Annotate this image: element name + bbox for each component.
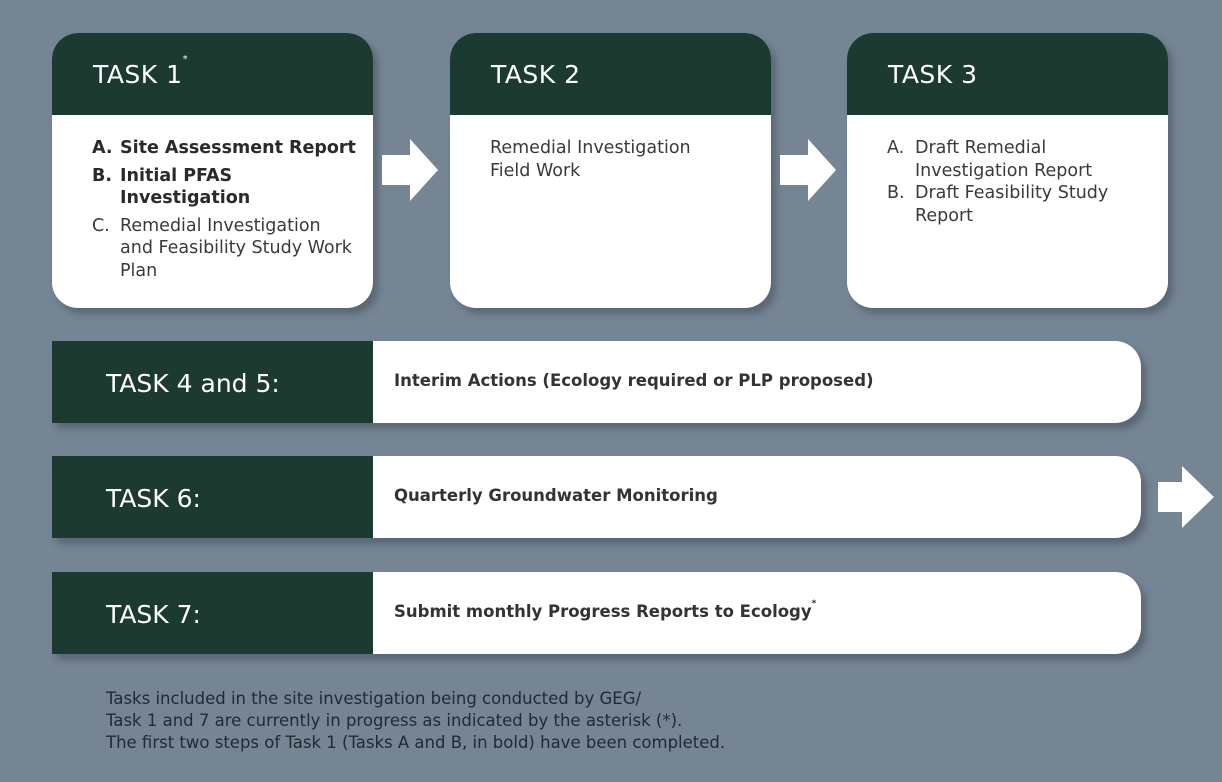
- arrow-right-icon: [382, 139, 438, 201]
- task-3-title: TASK 3: [888, 60, 978, 89]
- task-2-card: TASK 2 Remedial Investigation Field Work: [450, 33, 771, 308]
- task-1-item-c: C. Remedial Investigation and Feasibilit…: [92, 215, 357, 283]
- note-line-2: Task 1 and 7 are currently in progress a…: [106, 711, 683, 730]
- task-2-title: TASK 2: [491, 60, 581, 89]
- item-letter: B.: [887, 183, 905, 203]
- task-6-row: TASK 6: Quarterly Groundwater Monitoring: [52, 456, 1141, 538]
- task-3-item-a: A. Draft Remedial Investigation Report: [887, 137, 1152, 182]
- task-7-asterisk: *: [811, 599, 817, 609]
- task-2-description: Remedial Investigation Field Work: [490, 138, 691, 181]
- arrow-right-icon: [780, 139, 836, 201]
- task-3-card: TASK 3 A. Draft Remedial Investigation R…: [847, 33, 1168, 308]
- task-4-5-title: TASK 4 and 5:: [52, 341, 373, 423]
- item-text: Site Assessment Report: [120, 138, 356, 158]
- item-letter: C.: [92, 215, 110, 236]
- row-description-text: Interim Actions (Ecology required or PLP…: [394, 371, 874, 390]
- task-4-5-description: Interim Actions (Ecology required or PLP…: [373, 341, 874, 423]
- task-2-header: TASK 2: [450, 33, 771, 115]
- task-7-title: TASK 7:: [52, 572, 373, 654]
- item-text: Remedial Investigation and Feasibility S…: [120, 215, 352, 281]
- task-1-item-a: A. Site Assessment Report: [92, 137, 357, 160]
- task-1-list: A. Site Assessment Report B. Initial PFA…: [92, 137, 357, 282]
- task-6-title: TASK 6:: [52, 456, 373, 538]
- task-3-list: A. Draft Remedial Investigation Report B…: [887, 137, 1152, 227]
- item-text: Initial PFAS Investigation: [120, 165, 251, 209]
- row-description-text: Quarterly Groundwater Monitoring: [394, 486, 718, 505]
- item-letter: B.: [92, 165, 112, 186]
- task-6-description: Quarterly Groundwater Monitoring: [373, 456, 718, 538]
- notes: Tasks included in the site investigation…: [106, 688, 725, 754]
- task-1-asterisk: *: [182, 54, 189, 65]
- task-1-title: TASK 1: [93, 60, 183, 89]
- task-1-header: TASK 1*: [52, 33, 373, 115]
- task-1-card: TASK 1* A. Site Assessment Report B. Ini…: [52, 33, 373, 308]
- task-3-header: TASK 3: [847, 33, 1168, 115]
- task-4-5-row: TASK 4 and 5: Interim Actions (Ecology r…: [52, 341, 1141, 423]
- item-text: Draft Feasibility Study Report: [915, 183, 1109, 226]
- task-1-item-b: B. Initial PFAS Investigation: [92, 165, 357, 210]
- arrow-right-icon: [1158, 466, 1214, 528]
- task-7-description: Submit monthly Progress Reports to Ecolo…: [373, 572, 816, 654]
- note-line-1: Tasks included in the site investigation…: [106, 689, 642, 708]
- task-3-item-b: B. Draft Feasibility Study Report: [887, 182, 1152, 227]
- item-letter: A.: [887, 138, 905, 158]
- item-letter: A.: [92, 138, 113, 158]
- item-text: Draft Remedial Investigation Report: [915, 138, 1093, 181]
- row-description-text: Submit monthly Progress Reports to Ecolo…: [394, 602, 812, 621]
- task-7-row: TASK 7: Submit monthly Progress Reports …: [52, 572, 1141, 654]
- note-line-3: The first two steps of Task 1 (Tasks A a…: [106, 733, 726, 752]
